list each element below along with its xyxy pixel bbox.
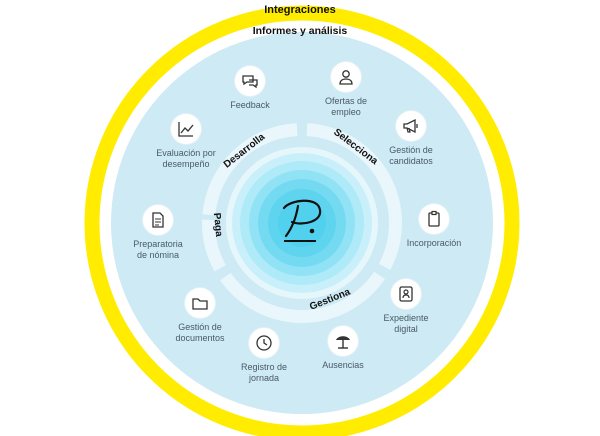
module-feedback: Feedback <box>200 66 300 111</box>
module-incorporacion: Incorporación <box>384 204 484 249</box>
module-label-line: Feedback <box>230 100 270 110</box>
module-label-line: desempeño <box>162 159 210 169</box>
module-label-line: documentos <box>175 333 225 343</box>
phase-segment <box>220 271 385 323</box>
module-label: Ausencias <box>293 360 393 371</box>
phase-segment <box>202 219 226 272</box>
phase-label-paga: Paga <box>211 212 224 237</box>
trend-chart-icon <box>171 114 201 144</box>
clock-icon <box>249 328 279 358</box>
module-label-line: Gestión de <box>178 322 222 332</box>
module-label-line: Evaluación por <box>156 148 216 158</box>
informes-analisis-label: Informes y análisis <box>252 25 348 37</box>
module-label-line: candidatos <box>389 156 433 166</box>
module-label-line: Ausencias <box>322 360 364 370</box>
module-label-line: jornada <box>248 373 280 383</box>
module-label-line: Preparatoria <box>133 239 183 249</box>
module-label-line: Incorporación <box>406 238 462 248</box>
chat-bubbles-icon <box>235 66 265 96</box>
module-label-line: Gestión de <box>389 145 433 155</box>
module-label-line: Ofertas de <box>324 96 368 106</box>
document-icon <box>143 205 173 235</box>
module-label-line: Expediente <box>383 313 429 323</box>
company-logo <box>282 199 322 242</box>
integraciones-label: Integraciones <box>264 4 336 16</box>
module-label: Incorporación <box>384 238 484 249</box>
module-ausencias: Ausencias <box>293 326 393 371</box>
phase-segment <box>202 123 298 216</box>
module-label-line: digital <box>394 324 418 334</box>
id-card-icon <box>391 279 421 309</box>
module-label-line: empleo <box>331 107 361 117</box>
clipboard-icon <box>419 204 449 234</box>
person-icon <box>331 62 361 92</box>
phase-segment <box>306 123 403 270</box>
module-label: Feedback <box>200 100 300 111</box>
phase-ring <box>202 123 403 323</box>
beach-umbrella-icon <box>328 326 358 356</box>
megaphone-icon <box>396 111 426 141</box>
module-label-line: Registro de <box>240 362 288 372</box>
module-label-line: de nómina <box>136 250 180 260</box>
folder-icon <box>185 288 215 318</box>
